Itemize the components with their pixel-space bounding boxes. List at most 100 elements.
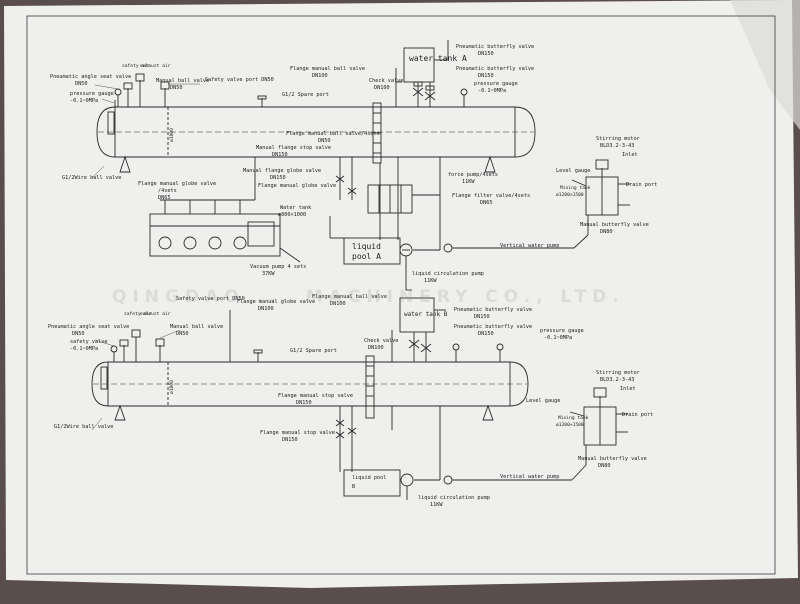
safety-valve-b-range: -0.1~0MPa: [70, 346, 99, 352]
pneumatic-butterfly-valve-b1-size: DN150: [474, 314, 490, 320]
level-gauge-a-label: Level gauge: [556, 168, 591, 174]
pressure-gauge-a-right-range: -0.1~0MPa: [478, 88, 507, 94]
leader-lines: [91, 83, 200, 431]
angle-seat-valve-a-label: Pneumatic angle seat valve: [50, 74, 132, 80]
flange-globe-valve-b-label: Flange manual globe valve: [237, 299, 316, 305]
safety-valve-port-a-label: Safety valve port DN50: [205, 77, 274, 83]
flange-globe-valve-sets-a-label: Flange manual globe valve: [138, 181, 217, 187]
drain-port-a-label: Drain port: [626, 182, 658, 188]
liquid-pool-b-box: [343, 469, 401, 497]
vessel-a-top-right-pipes: [395, 40, 468, 107]
circulation-pump-a-power: 11KW: [424, 278, 437, 284]
vacuum-pump-group-a: [149, 157, 301, 263]
flange-ball-valve-sets-a-size: DN50: [318, 138, 331, 144]
vacuum-pump-a-label: Vacuum pump 4 sets: [250, 264, 307, 270]
flange-globe-valve-sets-a-size: DN65: [158, 195, 171, 201]
pneumatic-butterfly-valve-b1-label: Pneumatic butterfly valve: [454, 307, 533, 313]
flange-ball-valve-b-size: DN100: [330, 301, 346, 307]
safety-valve-port-b-label: Safety valve port DN50: [176, 296, 245, 302]
liquid-pool-b-suffix: B: [352, 484, 356, 490]
vacuum-pump-a-power: 37KW: [262, 271, 275, 277]
pneumatic-butterfly-valve-b2-label: Pneumatic butterfly valve: [454, 324, 533, 330]
flange-stop-valve-b1-size: DN150: [296, 400, 312, 406]
angle-seat-valve-b-label: Pneumatic angle seat valve: [48, 324, 130, 330]
manual-globe-valve-a-size: DN150: [270, 175, 286, 181]
small-water-tank-a-label: Water tank: [280, 205, 312, 211]
manual-butterfly-valve-a-label: Manual butterfly valve: [580, 222, 649, 228]
force-pump-a-label: force pump/4sets: [448, 172, 498, 178]
small-water-tank-a-size: ø800×1000: [278, 212, 307, 218]
vessel-b: [91, 349, 529, 421]
manual-butterfly-valve-a-size: DN80: [600, 229, 613, 235]
flange-stop-valve-b2-size: DN150: [282, 437, 298, 443]
manual-flange-stop-valve-a-label: Manual flange stop valve: [256, 145, 331, 151]
flange-stop-valve-b2-label: Flange manual stop valve: [260, 430, 335, 436]
drawing-frame: [26, 15, 776, 575]
flange-ball-valve-a-size: DN100: [312, 73, 328, 79]
flange-filter-valve-a-size: DN65: [480, 200, 493, 206]
safety-air-b-label: safety air: [124, 312, 152, 317]
flange-ball-valve-a-label: Flange manual ball valve: [290, 66, 365, 72]
vessel-b-dimension: ø1800: [170, 380, 175, 394]
mixing-tank-b: [443, 387, 628, 485]
pneumatic-butterfly-valve-b2-size: DN150: [478, 331, 494, 337]
drain-port-b-label: Drain port: [622, 412, 654, 418]
circulation-pump-a-label: liquid circulation pump: [412, 271, 484, 277]
manual-flange-stop-valve-a-size: DN150: [272, 152, 288, 158]
force-pump-a-power: 11KW: [462, 179, 475, 185]
pressure-gauge-a-left-range: -0.1~0MPa: [70, 98, 99, 104]
stirring-motor-a-model: BLD3.2-3-43: [600, 143, 635, 149]
wire-ball-valve-a-label: G1/2Wire ball valve: [62, 175, 122, 181]
vessel-a-bottom-pipes: [329, 157, 441, 291]
stirring-motor-b-label: Stirring motor: [596, 370, 640, 376]
manual-butterfly-valve-b-size: DN80: [598, 463, 611, 469]
pressure-gauge-b-label: pressure gauge: [540, 328, 584, 334]
manual-ball-valve-b-size: DN50: [176, 331, 189, 337]
schematic-lines: [91, 40, 630, 500]
flange-filter-valve-a-label: Flange filter valve/4sets: [452, 193, 531, 199]
vertical-water-pump-b-label: Vertical water pump: [500, 474, 560, 480]
liquid-pool-a-box: [343, 237, 401, 265]
pressure-gauge-a-left-label: pressure gauge: [70, 91, 114, 97]
exhaust-air-b-label: exhaust air: [140, 312, 171, 317]
vessel-b-bottom-pipes: [335, 406, 441, 500]
small-water-tank-a: [247, 221, 275, 247]
spare-port-b-label: G1/2 Spare port: [290, 348, 337, 354]
pneumatic-butterfly-valve-a2-size: DN150: [478, 73, 494, 79]
manual-ball-valve-a-size: DN50: [170, 85, 183, 91]
stirring-motor-a-label: Stirring motor: [596, 136, 640, 142]
vessel-a-dimension: ø1800: [170, 128, 175, 142]
vessel-b-top-right-pipes: [391, 297, 504, 362]
flange-manual-globe-valve-a-label: Flange manual globe valve: [258, 183, 337, 189]
safety-air-a-label: safety air: [122, 64, 150, 69]
pneumatic-butterfly-valve-a1-label: Pneumatic butterfly valve: [456, 44, 535, 50]
flange-globe-valve-b-size: DN100: [258, 306, 274, 312]
mixing-tank-a: [443, 159, 630, 253]
mixing-tank-b-size: ø1200×1500: [556, 423, 584, 428]
mixing-tank-b-label: Mixing tank: [558, 416, 589, 421]
water-tank-b-box: [399, 297, 435, 333]
circulation-pump-b-power: 11KW: [430, 502, 443, 508]
liquid-pool-b-label: liquid pool: [352, 475, 387, 481]
vessel-a: [96, 95, 536, 173]
stirring-motor-b-model: BLD3.2-3-43: [600, 377, 635, 383]
mixing-tank-a-label: Mixing tank: [560, 186, 591, 191]
inlet-b-label: Inlet: [620, 386, 636, 392]
check-valve-b-label: Check valve: [364, 338, 399, 344]
pneumatic-butterfly-valve-a1-size: DN150: [478, 51, 494, 57]
manual-globe-valve-a-label: Manual flange globe valve: [243, 168, 322, 174]
watermark: QINGDAO ... MACHINERY CO., LTD.: [112, 287, 625, 307]
wire-ball-valve-b-label: G1/2Wire ball valve: [54, 424, 114, 430]
mixing-tank-a-size: ø1200×1500: [556, 193, 584, 198]
exhaust-air-a-label: exhaust air: [140, 64, 171, 69]
inlet-a-label: Inlet: [622, 152, 638, 158]
safety-valve-b-label: safety valve: [70, 339, 108, 345]
pneumatic-butterfly-valve-a2-label: Pneumatic butterfly valve: [456, 66, 535, 72]
liquid-pool-a-label: liquid pool A: [352, 242, 381, 261]
pressure-gauge-b-range: -0.1~0MPa: [544, 335, 573, 341]
angle-seat-valve-a-size: DN50: [75, 81, 88, 87]
flange-globe-valve-sets-a-qty: /4sets: [158, 188, 177, 194]
vertical-water-pump-a-label: Vertical water pump: [500, 243, 560, 249]
vessel-a-top-valves: [114, 73, 170, 107]
